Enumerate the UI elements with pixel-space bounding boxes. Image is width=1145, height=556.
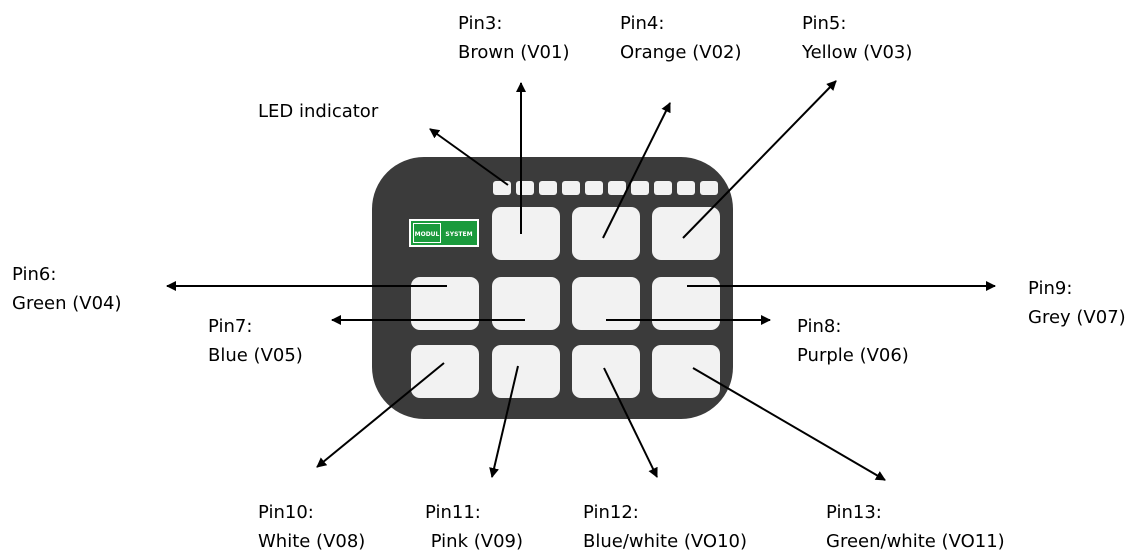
pin11-color: Pink (V09): [425, 531, 523, 552]
pin9-color: Grey (V07): [1028, 307, 1126, 328]
pin13-number: Pin13:: [826, 502, 882, 523]
arrow-pin13: [692, 367, 886, 481]
pin5-number: Pin5:: [802, 13, 847, 34]
pin6-color: Green (V04): [12, 293, 122, 314]
pin11-number: Pin11:: [425, 502, 481, 523]
led-10: [700, 181, 718, 195]
key-pin9[interactable]: [652, 277, 720, 330]
key-pin7[interactable]: [492, 277, 560, 330]
led-6: [608, 181, 626, 195]
pin13-color: Green/white (VO11): [826, 531, 1005, 552]
label-pin5: Pin5: Yellow (V03): [802, 9, 912, 67]
label-pin12: Pin12: Blue/white (VO10): [583, 498, 747, 556]
label-pin7: Pin7: Blue (V05): [208, 312, 303, 370]
arrow-led: [429, 128, 509, 186]
key-pin10[interactable]: [411, 345, 479, 398]
key-pin6[interactable]: [411, 277, 479, 330]
pin4-number: Pin4:: [620, 13, 665, 34]
pin10-color: White (V08): [258, 531, 366, 552]
logo-word-2: SYSTEM: [445, 231, 472, 238]
led-3: [539, 181, 557, 195]
label-pin10: Pin10: White (V08): [258, 498, 365, 556]
pin4-color: Orange (V02): [620, 42, 742, 63]
pin10-number: Pin10:: [258, 502, 314, 523]
label-led-text: LED indicator: [258, 101, 379, 122]
arrow-pin4: [602, 102, 671, 239]
led-8: [654, 181, 672, 195]
pin7-number: Pin7:: [208, 316, 253, 337]
pin12-color: Blue/white (VO10): [583, 531, 747, 552]
logo-word-1: MODUL: [415, 231, 440, 238]
label-pin9: Pin9: Grey (V07): [1028, 274, 1126, 332]
pin5-color: Yellow (V03): [802, 42, 913, 63]
key-pin3[interactable]: [492, 207, 560, 260]
arrow-pin12: [603, 367, 658, 478]
pin3-number: Pin3:: [458, 13, 503, 34]
label-pin6: Pin6: Green (V04): [12, 260, 122, 318]
pin9-number: Pin9:: [1028, 278, 1073, 299]
led-2: [516, 181, 534, 195]
led-9: [677, 181, 695, 195]
label-pin4: Pin4: Orange (V02): [620, 9, 742, 67]
arrows: [166, 80, 996, 481]
hh-logo-icon: MODUL SYSTEM: [409, 219, 479, 247]
led-1: [493, 181, 511, 195]
led-4: [562, 181, 580, 195]
label-pin13: Pin13: Green/white (VO11): [826, 498, 1005, 556]
key-pin13[interactable]: [652, 345, 720, 398]
pin12-number: Pin12:: [583, 502, 639, 523]
arrow-pin5: [682, 80, 837, 239]
led-5: [585, 181, 603, 195]
label-led-indicator: LED indicator: [258, 97, 378, 126]
label-pin8: Pin8: Purple (V06): [797, 312, 909, 370]
button-grid: [411, 207, 720, 398]
key-pin8[interactable]: [572, 277, 640, 330]
arrow-pin11: [489, 365, 519, 478]
pin8-number: Pin8:: [797, 316, 842, 337]
led-7: [631, 181, 649, 195]
pin6-number: Pin6:: [12, 264, 57, 285]
pin8-color: Purple (V06): [797, 345, 909, 366]
key-pin11[interactable]: [492, 345, 560, 398]
arrow-pin10: [316, 362, 445, 468]
pin7-color: Blue (V05): [208, 345, 303, 366]
label-pin11: Pin11: Pink (V09): [425, 498, 523, 556]
led-strip: [493, 181, 718, 195]
label-pin3: Pin3: Brown (V01): [458, 9, 569, 67]
pin3-color: Brown (V01): [458, 42, 570, 63]
